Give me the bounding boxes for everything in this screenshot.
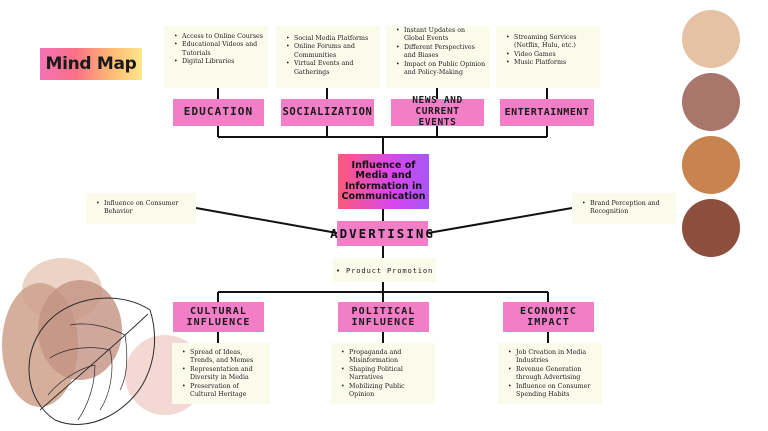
category-news: NEWS AND CURRENT EVENTS bbox=[391, 95, 484, 128]
category-entertainment: ENTERTAINMENT bbox=[500, 99, 594, 126]
list-item: Different Perspectives and Biases bbox=[396, 44, 486, 61]
socialization-notes: Social Media Platforms Online Forums and… bbox=[276, 26, 380, 88]
palette-swatch bbox=[682, 136, 740, 194]
category-socialization: SOCIALIZATION bbox=[281, 99, 374, 126]
advertising-box: ADVERTISING bbox=[330, 221, 433, 246]
palette-swatch bbox=[682, 73, 740, 131]
list-item: Job Creation in Media Industries bbox=[508, 349, 598, 366]
list-item: Propaganda and Misinformation bbox=[341, 349, 431, 366]
education-notes: Access to Online Courses Educational Vid… bbox=[164, 26, 268, 88]
promo-label: Product Promotion bbox=[345, 265, 434, 275]
news-notes: Instant Updates on Global Events Differe… bbox=[386, 26, 490, 88]
political-notes: Propaganda and Misinformation Shaping Po… bbox=[331, 343, 435, 404]
entertainment-notes: Streaming Services (Netflix, Hulu, etc.)… bbox=[496, 26, 600, 88]
list-item: Spread of Ideas, Trends, and Memes bbox=[182, 349, 266, 366]
page-title: Mind Map bbox=[40, 48, 142, 80]
list-item: Brand Perception and Recognition bbox=[582, 200, 672, 217]
product-promotion-note: • Product Promotion bbox=[333, 258, 436, 282]
list-item: Instant Updates on Global Events bbox=[396, 27, 486, 44]
list-item: Preservation of Cultural Heritage bbox=[182, 383, 266, 400]
consumer-behavior-note: Influence on Consumer Behavior bbox=[86, 193, 196, 224]
bullet-icon: • bbox=[335, 265, 341, 275]
list-item: Video Games bbox=[506, 51, 596, 60]
list-item: Music Platforms bbox=[506, 59, 596, 68]
list-item: Access to Online Courses bbox=[174, 33, 264, 42]
list-item: Virtual Events and Gatherings bbox=[286, 60, 376, 77]
cultural-notes: Spread of Ideas, Trends, and Memes Repre… bbox=[172, 343, 270, 404]
category-cultural: CULTURAL INFLUENCE bbox=[173, 302, 264, 332]
list-item: Online Forums and Communities bbox=[286, 43, 376, 60]
list-item: Digital Libraries bbox=[174, 58, 264, 67]
list-item: Representation and Diversity in Media bbox=[182, 366, 266, 383]
list-item: Revenue Generation through Advertising bbox=[508, 366, 598, 383]
brand-perception-note: Brand Perception and Recognition bbox=[572, 193, 676, 224]
list-item: Educational Videos and Tutorials bbox=[174, 41, 264, 58]
category-economic: ECONOMIC IMPACT bbox=[503, 302, 594, 332]
economic-notes: Job Creation in Media Industries Revenue… bbox=[498, 343, 602, 404]
palette-swatch bbox=[682, 199, 740, 257]
leaf-illustration bbox=[2, 258, 200, 425]
list-item: Shaping Political Narratives bbox=[341, 366, 431, 383]
palette-swatch bbox=[682, 10, 740, 68]
list-item: Impact on Public Opinion and Policy-Maki… bbox=[396, 61, 486, 78]
list-item: Mobilizing Public Opinion bbox=[341, 383, 431, 400]
category-political: POLITICAL INFLUENCE bbox=[338, 302, 429, 332]
list-item: Influence on Consumer Behavior bbox=[96, 200, 192, 217]
list-item: Streaming Services (Netflix, Hulu, etc.) bbox=[506, 34, 596, 51]
list-item: Influence on Consumer Spending Habits bbox=[508, 383, 598, 400]
category-education: EDUCATION bbox=[173, 99, 264, 126]
list-item: Social Media Platforms bbox=[286, 35, 376, 44]
central-topic: Influence of Media and Information in Co… bbox=[338, 154, 429, 209]
